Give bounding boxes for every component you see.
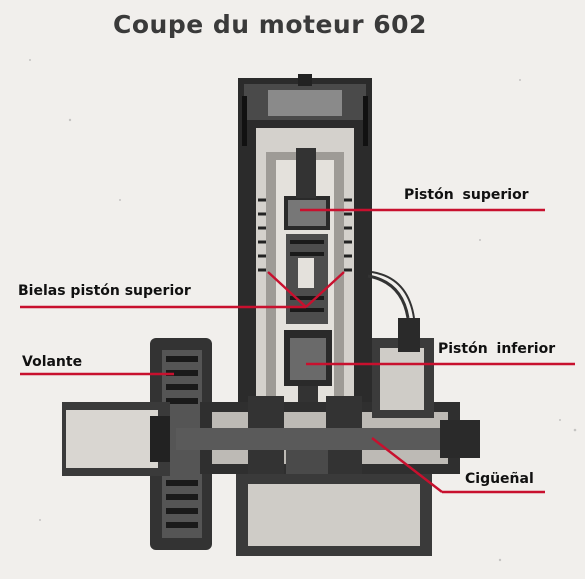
leader-bielas-left	[267, 271, 307, 308]
left-housing	[62, 402, 170, 476]
label-piston-superior: Pistón superior	[404, 187, 529, 203]
label-bielas-piston-superior: Bielas pistón superior	[18, 283, 191, 299]
leader-lines	[20, 208, 575, 494]
leader-bielas-right	[305, 271, 345, 308]
leader-ciguenal-diag	[371, 437, 443, 493]
upper-piston-shape	[284, 148, 330, 324]
injector-assembly	[367, 271, 434, 418]
label-volante: Volante	[22, 354, 83, 370]
label-piston-inferior: Pistón inferior	[438, 341, 556, 357]
label-ciguenal: Cigüeñal	[465, 471, 534, 487]
paper-noise	[29, 59, 577, 562]
crankcase	[176, 396, 480, 556]
diagram-title: Coupe du moteur 602	[113, 10, 427, 39]
